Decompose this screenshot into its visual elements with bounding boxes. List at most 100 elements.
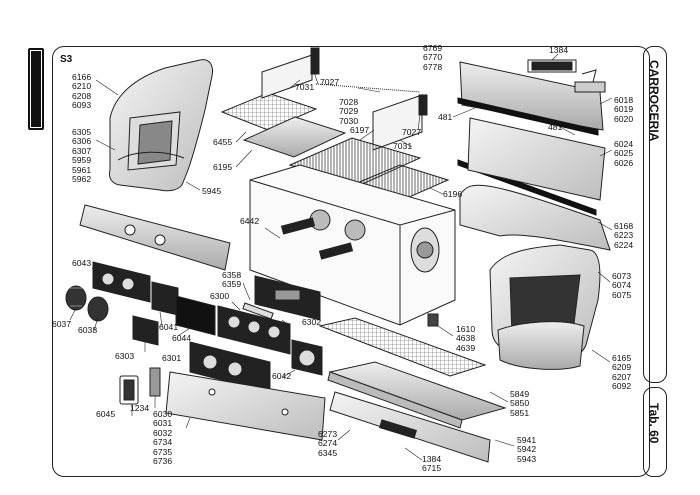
callout-6301: 6301: [162, 353, 181, 363]
callout-6041: 6041: [159, 322, 179, 332]
callout-7027-right: 7027: [402, 127, 421, 137]
part-number: 7028: [339, 97, 359, 107]
part-number: 1384: [549, 45, 569, 55]
part-number: 6030: [153, 409, 173, 419]
side-table-frame: [643, 387, 667, 477]
machine-chassis: [249, 164, 456, 327]
part-number: 1610: [456, 324, 476, 334]
part-number: 6224: [614, 239, 634, 250]
table-number: Tab. 60: [647, 403, 661, 444]
part-number: 6210: [72, 81, 92, 92]
part-number: 481: [438, 112, 453, 122]
part-number: 6018: [614, 95, 634, 105]
part-number: 6195: [213, 162, 233, 172]
part-number: 6207: [612, 371, 632, 382]
left-side-panel: [109, 59, 213, 192]
part-number: 6043: [72, 258, 92, 268]
leader-lines: [69, 53, 613, 461]
part-number: 6044: [172, 333, 192, 343]
part-number: 6455: [213, 137, 233, 147]
side-title-frame: [643, 46, 667, 383]
callout-1234: 1234: [130, 403, 150, 413]
front-left-rail: [79, 204, 231, 271]
callout-7031-right: 7031: [393, 141, 412, 151]
top-glass-panels: [261, 47, 428, 151]
part-number: 6031: [153, 418, 173, 429]
part-number: 6735: [153, 446, 173, 457]
callout-5945: 5945: [202, 186, 222, 196]
part-number: 1234: [130, 403, 150, 413]
part-number: 6209: [612, 362, 632, 373]
part-number: 5959: [72, 155, 92, 166]
right-side-cover: [489, 244, 601, 370]
callout-6045: 6045: [96, 409, 116, 419]
part-number: 6715: [422, 463, 442, 474]
callout-481-left: 481: [438, 112, 453, 122]
part-number: 7029: [339, 106, 359, 117]
callout-6195: 6195: [213, 162, 233, 172]
part-number: 6166: [72, 72, 92, 82]
knobs: [65, 285, 109, 322]
part-number: 6093: [72, 100, 92, 111]
part-number: 1384: [422, 454, 442, 464]
part-number: 6734: [153, 437, 173, 448]
category-title: CARROCERIA: [647, 60, 661, 142]
callout-6303: 6303: [115, 351, 135, 361]
part-number: 6274: [318, 438, 338, 449]
part-number: 5849: [510, 389, 530, 399]
part-number: 481: [548, 122, 563, 132]
drip-tray: [327, 361, 507, 429]
part-number: 5942: [517, 444, 537, 455]
callout-6196: 6196: [443, 189, 462, 199]
callout-6455: 6455: [213, 137, 233, 147]
part-number: 6045: [96, 409, 116, 419]
callout-7027-top: 7027: [320, 77, 339, 87]
callout-6037: 6037: [52, 319, 71, 329]
brand-logo-stamp: [28, 48, 44, 130]
part-number: 6223: [614, 230, 634, 241]
part-number: 6302: [302, 317, 322, 327]
drip-tray-grille: [318, 317, 487, 377]
part-number: 6026: [614, 157, 634, 168]
part-number: 6074: [612, 280, 632, 291]
callout-1384-top: 1384: [549, 45, 569, 55]
section-code: S3: [60, 54, 73, 65]
part-number: 6165: [612, 353, 632, 363]
part-number: 6345: [318, 447, 338, 458]
callout-6300: 6300: [210, 291, 229, 301]
part-number: 6307: [72, 145, 92, 156]
control-modules: [92, 261, 323, 393]
part-number: 6769: [423, 43, 443, 53]
part-number: 5945: [202, 186, 222, 196]
part-number: 5850: [510, 398, 530, 409]
right-back-panels: [459, 117, 611, 251]
callout-6302: 6302: [302, 317, 322, 327]
part-number: 5962: [72, 174, 92, 185]
part-number: 6770: [423, 52, 443, 63]
callout-6044: 6044: [172, 333, 192, 343]
part-number: 5851: [510, 407, 530, 418]
part-number: 5943: [517, 453, 537, 464]
part-number: 6358: [222, 270, 242, 280]
callout-481-right: 481: [548, 122, 563, 132]
part-number: 6778: [423, 61, 443, 72]
part-number: 6306: [72, 136, 92, 147]
part-number: 5941: [517, 435, 537, 445]
part-number: 6041: [159, 322, 179, 332]
part-number: 6303: [115, 351, 135, 361]
right-top-rail-with-logo: [459, 59, 606, 131]
part-number: 6208: [72, 90, 92, 101]
part-number: 7031: [295, 82, 315, 92]
